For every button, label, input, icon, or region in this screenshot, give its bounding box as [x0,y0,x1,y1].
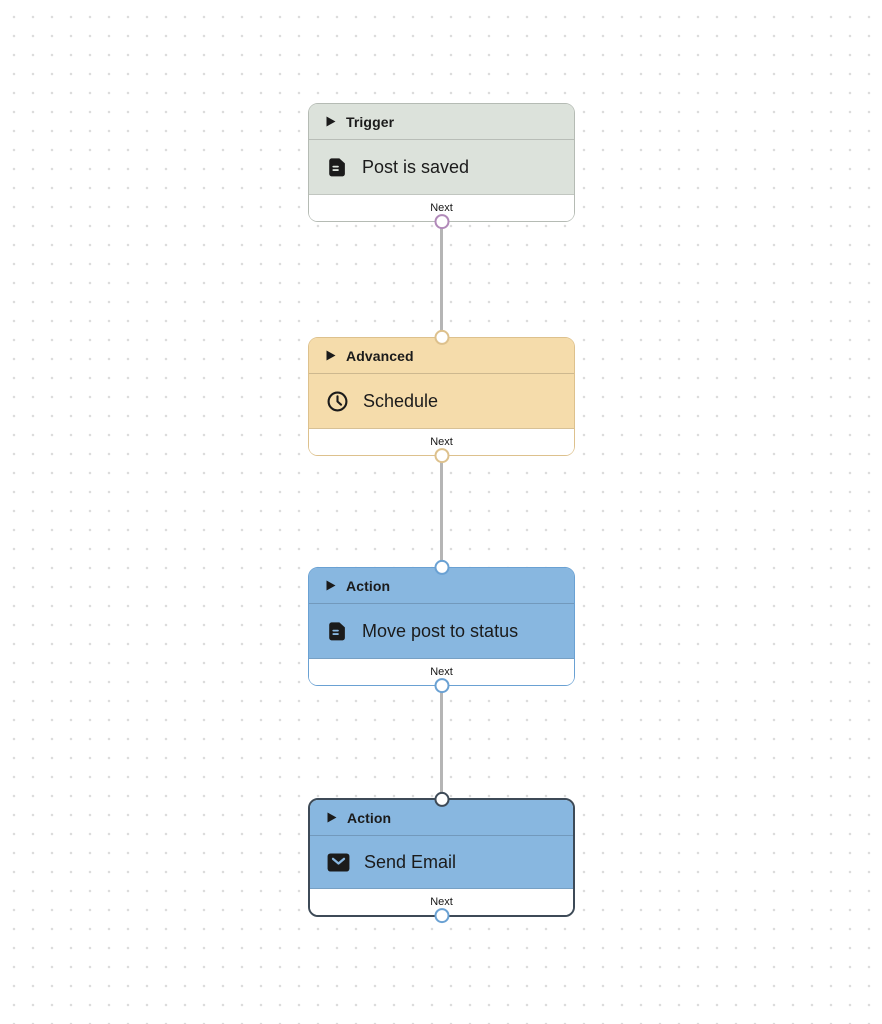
next-output-label: Next [430,202,453,214]
node-action-move-post-to-status[interactable]: Action Move post to status Next [308,559,575,694]
node-body: Schedule [309,374,574,429]
connection-edge [440,686,443,798]
play-triangle-icon[interactable] [326,350,336,361]
input-port[interactable] [434,791,449,807]
node-type-label: Action [346,577,391,594]
node-advanced-schedule[interactable]: Advanced Schedule Next [308,329,575,464]
node-title: Move post to status [362,620,519,641]
node-header: Trigger [309,104,574,140]
node-body: Move post to status [309,604,574,659]
output-port-next[interactable] [434,214,449,230]
next-output-label: Next [430,666,453,678]
connection-edge [440,222,443,337]
play-triangle-icon[interactable] [327,812,337,823]
document-icon [326,620,348,642]
next-output-label: Next [430,436,453,448]
output-port-next[interactable] [434,448,449,464]
node-type-label: Action [347,809,392,826]
input-port[interactable] [434,559,449,575]
node-type-label: Advanced [346,347,414,364]
connection-edge [440,456,443,567]
clock-icon [326,390,349,413]
node-title: Send Email [364,851,457,872]
node-action-send-email[interactable]: Action Send Email Next [308,791,575,924]
next-output-label: Next [430,896,453,908]
play-triangle-icon[interactable] [326,116,336,127]
document-icon [326,156,348,178]
node-title: Post is saved [362,156,470,177]
output-port-next[interactable] [434,908,449,924]
node-trigger-post-is-saved[interactable]: Trigger Post is saved Next [308,103,575,230]
node-type-label: Trigger [346,113,395,130]
node-title: Schedule [363,390,439,411]
node-body: Post is saved [309,140,574,195]
envelope-icon [327,852,350,872]
output-port-next[interactable] [434,678,449,694]
play-triangle-icon[interactable] [326,580,336,591]
input-port[interactable] [434,329,449,345]
node-body: Send Email [310,836,573,889]
